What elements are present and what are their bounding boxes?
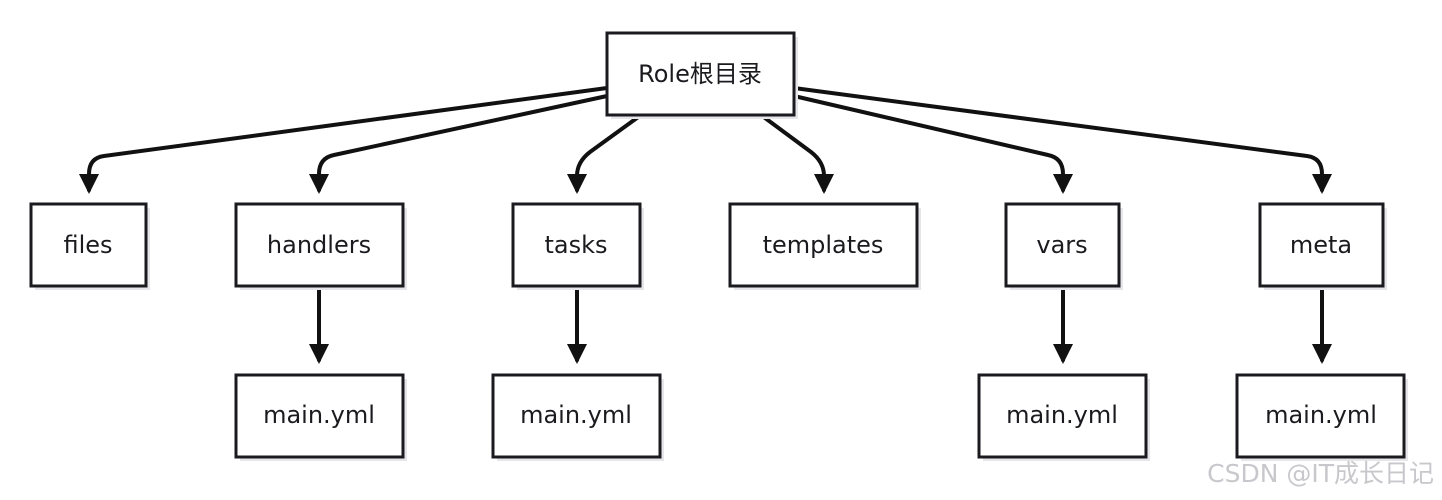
dir-node-handlers-label: handlers — [267, 231, 371, 259]
file-node-tasks-main: main.yml — [491, 373, 664, 461]
file-node-meta-main: main.yml — [1235, 373, 1408, 461]
file-node-vars-main: main.yml — [977, 373, 1150, 461]
file-node-handlers-main: main.yml — [234, 373, 407, 461]
root-node: Role根目录 — [605, 31, 798, 119]
file-node-vars-main-label: main.yml — [1006, 401, 1118, 429]
edge-root-files — [79, 86, 609, 194]
root-node-label: Role根目录 — [638, 60, 762, 88]
dir-node-templates: templates — [728, 202, 921, 290]
edge-root-meta — [792, 86, 1332, 194]
dir-node-vars-label: vars — [1036, 231, 1087, 259]
dir-node-files-label: files — [63, 231, 112, 259]
watermark: CSDN @IT成长日记 — [1207, 459, 1434, 488]
edge-root-templates — [759, 113, 834, 194]
dir-node-vars: vars — [1004, 202, 1123, 290]
dir-node-files: files — [29, 202, 150, 290]
dir-node-meta-label: meta — [1290, 231, 1352, 259]
file-node-meta-main-label: main.yml — [1265, 401, 1377, 429]
edge-root-vars — [792, 94, 1073, 194]
dir-node-templates-label: templates — [763, 231, 884, 259]
dir-node-handlers: handlers — [234, 202, 407, 290]
edge-root-tasks — [567, 113, 643, 194]
dir-node-meta: meta — [1258, 202, 1387, 290]
edge-root-handlers — [309, 94, 609, 194]
dir-node-tasks: tasks — [511, 202, 644, 290]
edges — [79, 86, 1332, 364]
dir-node-tasks-label: tasks — [544, 231, 607, 259]
file-node-handlers-main-label: main.yml — [263, 401, 375, 429]
file-node-tasks-main-label: main.yml — [520, 401, 632, 429]
